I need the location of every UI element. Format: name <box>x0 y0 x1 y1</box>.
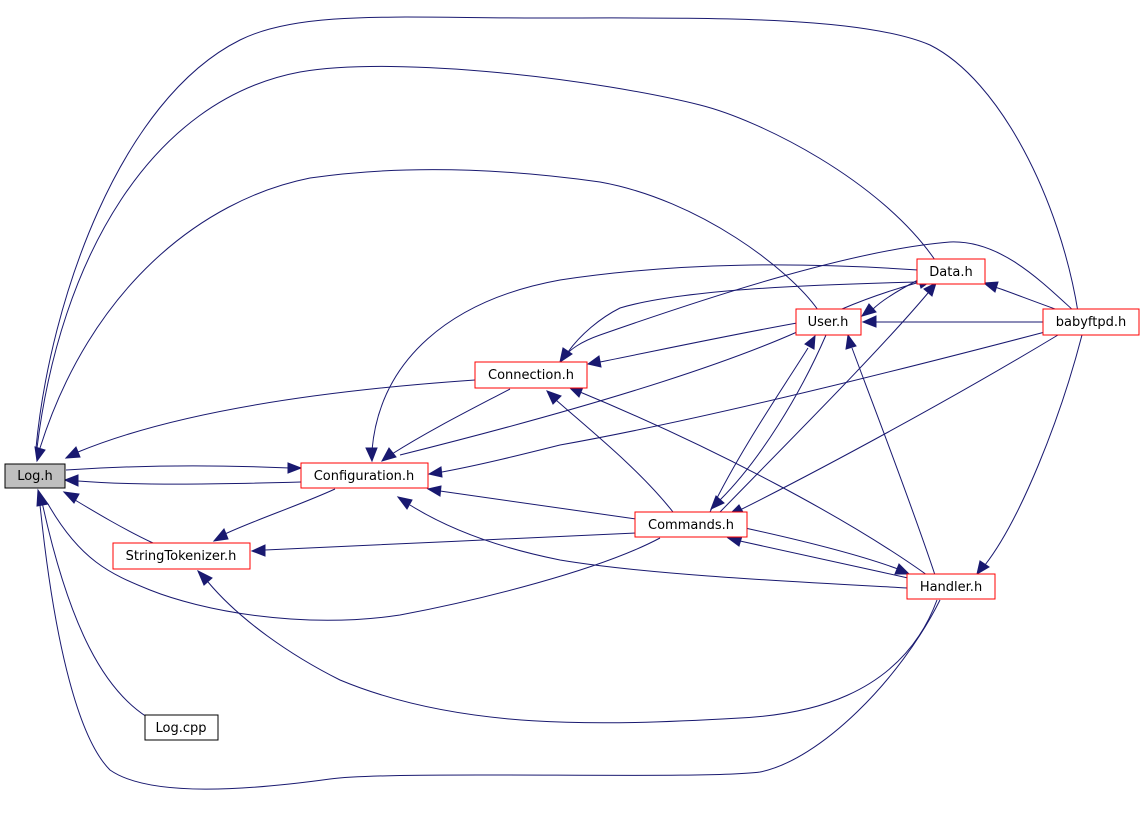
edge-handler-to-connection <box>579 391 928 576</box>
edge-connection-to-configuration <box>391 388 511 455</box>
arrowhead-stringtokenizer-from-configuration <box>212 528 229 542</box>
edge-babyftpd-to-handler <box>984 334 1083 566</box>
arrowhead-log-h-from-configuration <box>63 474 79 487</box>
arrowhead-stringtokenizer-from-commands <box>250 544 266 557</box>
edge-babyftpd-to-commands <box>739 334 1059 511</box>
node-label-log-h: Log.h <box>17 469 53 484</box>
edge-user-to-connection <box>599 322 798 363</box>
edge-log-h-to-configuration <box>65 465 291 471</box>
graph-edges <box>34 16 1083 790</box>
edge-commands-to-stringtokenizer <box>264 532 637 551</box>
arrowhead-configuration-from-handler <box>396 496 413 510</box>
node-data-h[interactable]: Data.h <box>916 258 986 285</box>
node-connection-h[interactable]: Connection.h <box>474 361 588 389</box>
edge-configuration-to-stringtokenizer <box>224 488 336 535</box>
node-label-handler-h: Handler.h <box>920 580 982 595</box>
edge-log-cpp-to-log-h <box>41 501 148 718</box>
edge-babyftpd-to-configuration <box>441 331 1046 473</box>
edge-data-to-configuration <box>371 264 919 451</box>
node-label-connection-h: Connection.h <box>488 368 574 383</box>
edge-commands-to-user <box>709 347 809 513</box>
arrowhead-commands-from-user <box>710 495 725 510</box>
node-label-babyftpd-h: babyftpd.h <box>1056 315 1126 330</box>
arrowhead-log-h-from-log-cpp <box>36 488 49 507</box>
node-label-commands-h: Commands.h <box>648 518 734 533</box>
edge-handler-to-configuration <box>409 504 909 589</box>
node-user-h[interactable]: User.h <box>795 308 862 336</box>
node-babyftpd-h[interactable]: babyftpd.h <box>1042 308 1140 336</box>
edge-connection-to-log-h <box>77 379 476 453</box>
edge-data-to-log-h <box>36 65 936 449</box>
edge-babyftpd-to-connection <box>565 241 1076 356</box>
arrowhead-log-h-from-stringtokenizer <box>62 491 80 504</box>
node-handler-h[interactable]: Handler.h <box>906 573 996 600</box>
edge-babyftpd-to-data <box>994 286 1059 311</box>
node-log-cpp: Log.cpp <box>144 714 219 741</box>
edge-handler-to-stringtokenizer <box>207 581 938 724</box>
edge-commands-to-handler <box>744 527 899 570</box>
edge-commands-to-log-h <box>47 503 661 621</box>
arrowhead-configuration-from-connection-1 <box>380 447 397 462</box>
arrowhead-configuration-from-data <box>365 447 378 463</box>
edge-user-to-log-h <box>39 169 819 449</box>
edge-handler-to-log-h <box>39 504 941 790</box>
arrowhead-stringtokenizer-from-handler <box>197 569 213 586</box>
arrowhead-user-from-commands <box>804 334 816 350</box>
arrowhead-user-from-handler <box>845 333 857 350</box>
arrowhead-user-from-babyftpd <box>861 315 877 328</box>
arrowhead-connection-from-user <box>586 355 602 368</box>
arrowhead-handler-from-commands <box>894 563 911 575</box>
node-commands-h[interactable]: Commands.h <box>634 511 748 538</box>
edge-commands-to-connection <box>555 399 674 513</box>
edge-user-to-configuration <box>399 331 798 456</box>
edge-user-to-data <box>841 281 921 310</box>
edge-data-to-user <box>871 279 919 311</box>
node-stringtokenizer-h[interactable]: StringTokenizer.h <box>112 542 251 570</box>
node-label-configuration-h: Configuration.h <box>314 469 415 484</box>
edge-data-to-connection <box>567 281 919 353</box>
node-label-log-cpp: Log.cpp <box>155 721 206 736</box>
edge-user-to-commands <box>719 334 827 501</box>
arrowhead-connection-from-commands <box>546 390 562 405</box>
arrowhead-user-from-data <box>860 303 877 317</box>
arrowhead-handler-from-babyftpd <box>976 560 990 576</box>
arrowhead-configuration-from-babyftpd <box>427 466 443 478</box>
edge-babyftpd-to-log-h <box>35 16 1079 449</box>
arrowhead-log-h-from-user <box>34 446 46 463</box>
node-label-stringtokenizer-h: StringTokenizer.h <box>126 549 237 564</box>
arrowhead-log-h-from-connection <box>64 446 81 459</box>
arrowhead-configuration-from-commands <box>426 485 442 497</box>
node-configuration-h[interactable]: Configuration.h <box>300 462 429 489</box>
edge-stringtokenizer-to-log-h <box>74 499 154 544</box>
graph-nodes: Log.h Configuration.h StringTokenizer.h … <box>4 258 1140 741</box>
arrowhead-data-from-babyftpd <box>982 281 999 293</box>
edge-handler-to-user <box>851 347 936 576</box>
node-log-h: Log.h <box>4 463 66 489</box>
arrowhead-data-from-commands <box>923 282 937 297</box>
edge-configuration-to-log-h <box>77 480 302 485</box>
edge-commands-to-data <box>719 292 929 513</box>
node-label-data-h: Data.h <box>929 265 972 280</box>
node-label-user-h: User.h <box>808 315 849 330</box>
edge-commands-to-configuration <box>439 490 637 520</box>
arrowhead-configuration-from-log-h <box>287 462 303 474</box>
edge-handler-to-commands <box>739 540 909 579</box>
